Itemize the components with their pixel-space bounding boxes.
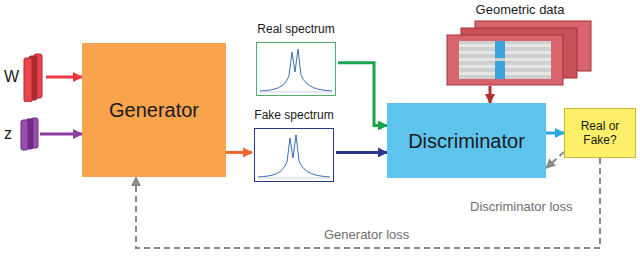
real-spectrum-plot: Real spectrum bbox=[254, 22, 338, 96]
arrow-connector bbox=[489, 86, 492, 103]
plot-heading: Fake spectrum bbox=[252, 108, 336, 123]
input-label: z bbox=[4, 125, 12, 143]
plot-heading: Real spectrum bbox=[254, 22, 338, 37]
geometric-heading: Geometric data bbox=[445, 2, 595, 18]
input-label: W bbox=[4, 68, 19, 86]
loss-label: Discriminator loss bbox=[468, 199, 575, 214]
arrow-connector bbox=[336, 151, 387, 154]
input-z-stack: z bbox=[4, 116, 40, 152]
arrow-connector bbox=[546, 152, 564, 168]
fake-spectrum-plot: Fake spectrum bbox=[252, 108, 336, 182]
box-label: Generator bbox=[109, 98, 199, 122]
geometric-data-stack: Geometric data bbox=[445, 2, 595, 86]
box-label: Discriminator bbox=[408, 129, 525, 153]
vector-bars bbox=[18, 52, 46, 102]
arrow-connector bbox=[338, 63, 387, 126]
generator-box: Generator bbox=[82, 43, 226, 177]
box-label: Real or Fake? bbox=[565, 119, 635, 147]
spectrum-plot bbox=[254, 128, 334, 182]
arrow-connector bbox=[40, 133, 82, 136]
spectrum-plot bbox=[256, 42, 336, 96]
arrow-connector bbox=[546, 132, 564, 135]
discriminator-box: Discriminator bbox=[387, 103, 546, 178]
real-or-fake-box: Real or Fake? bbox=[564, 108, 636, 158]
geometry-image-stack bbox=[445, 20, 595, 86]
input-w-stack: W bbox=[4, 52, 46, 102]
vector-bars bbox=[18, 116, 40, 152]
loss-label: Generator loss bbox=[322, 227, 411, 242]
arrow-connector bbox=[226, 151, 252, 154]
arrow-connector bbox=[46, 76, 82, 79]
